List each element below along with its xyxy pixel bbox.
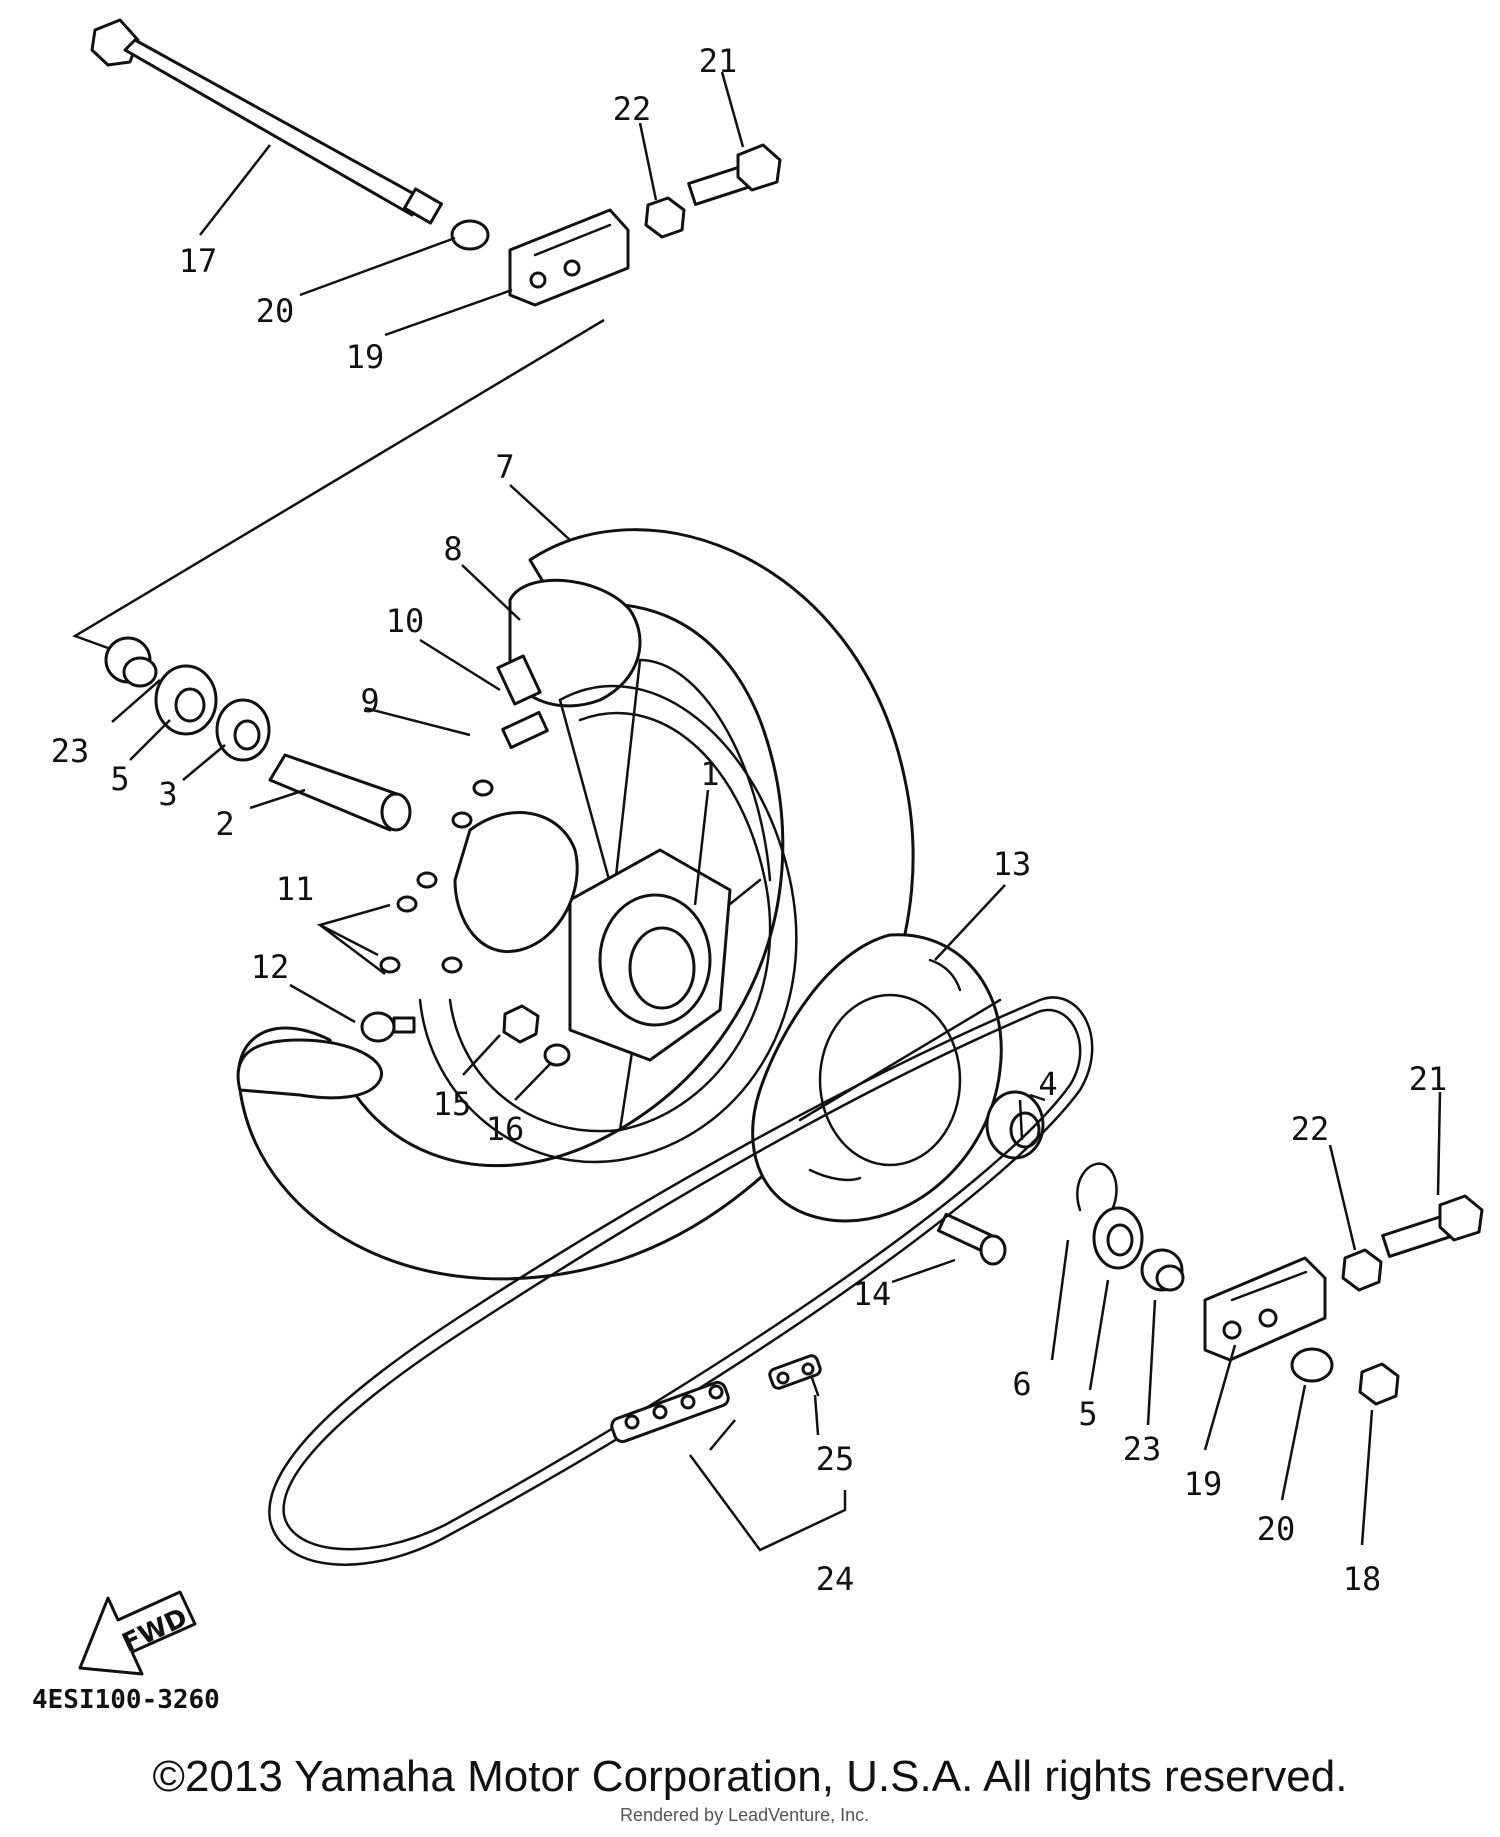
callout-10: 10 [386, 602, 425, 640]
callout-7: 7 [495, 448, 514, 486]
callout-24: 24 [816, 1560, 855, 1598]
rim-lock-12 [360, 1011, 416, 1043]
callout-12: 12 [251, 948, 290, 986]
bearing-3 [215, 698, 271, 762]
nut-22-right [1341, 1248, 1383, 1292]
nut-18 [1358, 1362, 1400, 1406]
callout-18: 18 [1343, 1560, 1382, 1598]
callout-21: 21 [699, 42, 738, 80]
fwd-arrow-icon: FWD [78, 1590, 197, 1676]
chain-24 [268, 996, 1094, 1566]
sprocket-13 [751, 933, 1003, 1223]
render-watermark: Rendered by LeadVenture, Inc. [620, 1805, 870, 1825]
washer-20-top [450, 219, 490, 251]
callout-9: 9 [360, 682, 379, 720]
callout-16: 16 [486, 1110, 525, 1148]
nut-15 [502, 1004, 540, 1044]
hub [453, 811, 732, 1062]
callout-20-right: 20 [1257, 1510, 1296, 1548]
callout-11: 11 [276, 870, 315, 908]
nut-22-top [644, 196, 686, 239]
callout-6: 6 [1012, 1365, 1031, 1403]
tube-8 [508, 578, 642, 708]
callout-17: 17 [179, 242, 218, 280]
collar-23-right [1140, 1248, 1185, 1292]
callout-15: 15 [433, 1085, 472, 1123]
callout-1: 1 [700, 755, 719, 793]
bolt-14 [937, 1212, 1007, 1266]
leader-lines [72, 71, 1442, 1552]
callout-22: 22 [613, 90, 652, 128]
bolt-21-top [687, 143, 782, 206]
tube-12-section [236, 1038, 384, 1100]
bearing-5-left [154, 664, 218, 736]
callout-23: 23 [51, 732, 90, 770]
bolt-21-right [1381, 1194, 1484, 1258]
diagram-code: 4ESI100-3260 [32, 1685, 220, 1715]
callout-19: 19 [346, 338, 385, 376]
callout-21-right: 21 [1409, 1060, 1448, 1098]
bearing-5-right [1092, 1206, 1144, 1270]
callout-20: 20 [256, 292, 295, 330]
collar-23-left [104, 636, 158, 688]
chain-segment-24 [610, 1380, 730, 1444]
callouts: 1 2 3 4 5 6 7 8 9 10 11 12 13 14 15 16 1… [51, 42, 1448, 1598]
callout-25: 25 [816, 1440, 855, 1478]
callout-4: 4 [1038, 1065, 1057, 1103]
callout-19-right: 19 [1184, 1465, 1223, 1503]
collar-4 [985, 1090, 1045, 1160]
axle-17 [90, 18, 443, 225]
washer-16 [543, 1043, 571, 1067]
callout-14: 14 [853, 1275, 892, 1313]
copyright-notice: ©2013 Yamaha Motor Corporation, U.S.A. A… [152, 1752, 1348, 1801]
chain-adjuster-19-top [508, 208, 630, 307]
valve-10 [496, 654, 542, 706]
callout-22-right: 22 [1291, 1110, 1330, 1148]
callout-8: 8 [443, 530, 462, 568]
callout-2: 2 [215, 805, 234, 843]
callout-5-right: 5 [1078, 1395, 1097, 1433]
bolts-11 [379, 779, 494, 974]
chain-adjuster-19-right [1203, 1256, 1327, 1362]
callout-3: 3 [158, 775, 177, 813]
washer-20-right [1290, 1347, 1334, 1383]
callout-5: 5 [110, 760, 129, 798]
callout-23-right: 23 [1123, 1430, 1162, 1468]
spacer-2 [268, 753, 412, 832]
master-link-25 [768, 1354, 822, 1397]
callout-13: 13 [993, 845, 1032, 883]
rim-band-9 [501, 710, 549, 750]
